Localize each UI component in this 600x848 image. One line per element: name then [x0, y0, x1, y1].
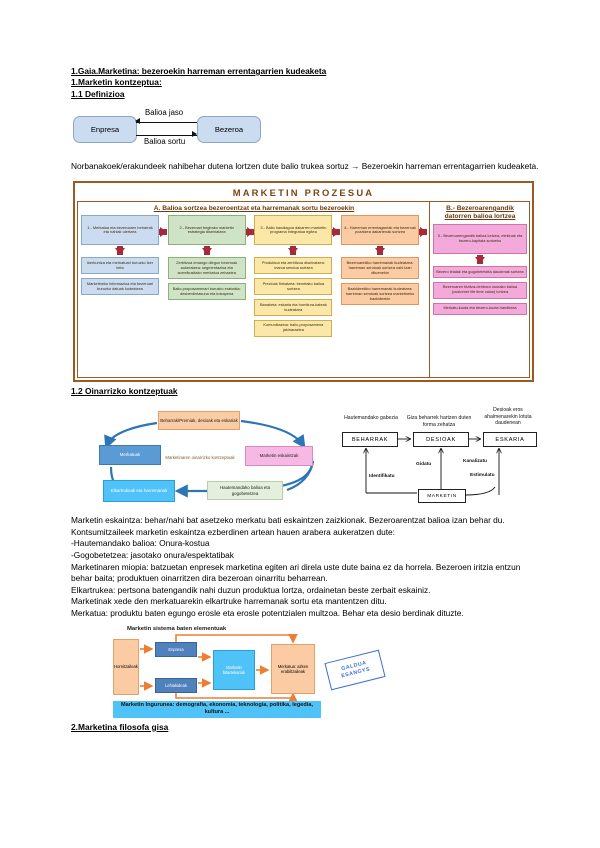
- heading-section-1-2: 1.2 Oinarrizko kontzeptuak: [71, 385, 178, 396]
- paragraph-kontsumitzaileek: Kontsumitzaileek marketin eskaintza ezbe…: [71, 526, 395, 537]
- document-content: 1.Gaia.Marketina: bezeroekin harreman er…: [71, 66, 541, 733]
- concept-hautemandako-balioa: Hautemandako balioa eta gogobetetzea: [207, 481, 283, 501]
- diagram-enpresa-bezeroa: Enpresa Bezeroa Balioa jaso Balioa sortu: [73, 108, 273, 150]
- down-arrow-icon: [375, 246, 386, 256]
- paragraph-elkartrukea: Elkartrukea: pertsona batengandik nahi d…: [71, 584, 431, 595]
- down-arrow-icon: [201, 246, 212, 256]
- diagram-oinarrizko-kontzeptuak: Beharrak/Premiak, desioak eta eskariak M…: [71, 405, 541, 513]
- right-arrow-icon: [332, 227, 341, 238]
- paragraph-definition: Norbanakoek/erakundeek nahibehar dutena …: [71, 160, 539, 171]
- caption-desioak: Giza beharrek hartzen duten forma zehatz…: [406, 415, 472, 428]
- process-column-2: 2.- Bezeroari begirako marketin estrateg…: [167, 215, 246, 301]
- heading-section-1-1: 1.1 Definizioa: [71, 88, 125, 99]
- label-gidatu: Gidatu: [416, 462, 432, 468]
- concept-elkartrukeak: Elkartrukeak eta harremanak: [103, 480, 175, 503]
- box-beharrak: BEHARRAK: [342, 432, 398, 448]
- box-hornitzaileak: Hornitzaileak: [113, 638, 139, 695]
- needs-wants-demand-flow: Hautemandako gabezia Giza beharrek hartz…: [339, 405, 539, 511]
- process-sub-5-3: Merkatu-kuota eta bezero-kuota handitzea: [433, 302, 527, 315]
- down-arrow-icon: [475, 255, 485, 265]
- arrow-right-icon: [192, 131, 197, 138]
- arrow-left-icon: [135, 118, 140, 125]
- process-head-5: 5.- Bezeroarengandik balioa lortzea, ete…: [433, 224, 527, 255]
- process-sub-1-1: Ikerkuntza eta merkatuari buruzko iker k…: [81, 257, 159, 275]
- box-eskaria: ESKARIA: [483, 432, 537, 448]
- concept-merkatuak: Merkatuak: [99, 445, 161, 466]
- section-a-title: A. Balioa sortzea bezeroentzat eta harre…: [153, 204, 355, 212]
- process-sub-3-3: Banaketa: eskaria eta hornitura-kateak k…: [254, 299, 333, 316]
- process-head-4: 4.- Harreman errentagarriak eta bezeroak…: [341, 215, 420, 246]
- diagram-marketin-sistema: Marketin sistema baten elementuak Hornit…: [113, 626, 453, 718]
- marketin-sistema-title: Marketin sistema baten elementuak: [127, 625, 227, 632]
- label-balioa-sortu: Balioa sortu: [144, 136, 186, 146]
- process-column-4: 4.- Harreman errentagarriak eta bezeroak…: [341, 215, 420, 305]
- paragraph-eskaintza: Marketin eskaintza: behar/nahi bat asetz…: [71, 515, 505, 526]
- connector-line-bottom: [136, 134, 197, 136]
- label-identifikatu: Identifikatu: [369, 474, 395, 480]
- process-head-1: 1.- Merkatua eta bezeroaren beharrak eta…: [81, 215, 159, 246]
- right-arrow-icon: [418, 227, 427, 238]
- flow-arrows: [339, 405, 539, 496]
- process-column-5: 5.- Bezeroarengandik balioa lortzea, ete…: [433, 224, 527, 315]
- process-sub-4-2: Bazkideekiko harremanak kudeatzea: harre…: [341, 283, 420, 305]
- process-sub-3-4: Komunikazioa: balio-proposamena jakinara…: [254, 319, 333, 337]
- process-sub-4-1: Bezeroarekiko harremanak kudeatzea: harr…: [341, 257, 420, 280]
- paragraph-merkatua: Merkatua: produktu baten egungo erosle e…: [71, 607, 464, 618]
- heading-section-1: 1.Marketin kontzeptua:: [71, 77, 162, 88]
- box-marketin: MARKETIN: [418, 489, 466, 504]
- marketin-prozesua-section-b: B.- Bezeroarengandik datorren balioa lor…: [430, 202, 530, 377]
- box-enpresa: Enpresa: [155, 641, 197, 657]
- bullet-hautemandako-balioa: -Hautemandako balioa: Onura-kostua: [71, 538, 210, 549]
- label-kanalizatu: Kanalizatu: [463, 459, 487, 465]
- paragraph-miopia: Marketinaren miopia: batzuetan enpresek …: [71, 561, 521, 584]
- process-column-1: 1.- Merkatua eta bezeroaren beharrak eta…: [81, 215, 159, 296]
- page-title: 1.Gaia.Marketina: bezeroekin harreman er…: [71, 66, 327, 76]
- marketin-prozesua-section-a: A. Balioa sortzea bezeroentzat eta harre…: [78, 201, 430, 377]
- box-enpresa: Enpresa: [73, 115, 137, 143]
- box-bezeroa: Bezeroa: [197, 115, 261, 143]
- circular-concept-diagram: Beharrak/Premiak, desioak eta eskariak M…: [97, 405, 329, 511]
- section-b-title: B.- Bezeroarengandik datorren balioa lor…: [444, 204, 516, 221]
- marketin-prozesua-title: MARKETIN PROZESUA: [232, 186, 375, 198]
- box-bitartekariak: Marketin bitartekariak: [213, 649, 255, 690]
- paragraph-marketinak: Marketinak xede den merkatuarekin elkart…: [71, 596, 387, 607]
- diagram-marketin-prozesua: MARKETIN PROZESUA A. Balioa sortzea beze…: [73, 181, 534, 382]
- process-column-3: 3.- Balio handiagoa dakarren marketin pr…: [254, 215, 333, 337]
- bullet-gogobetetzea: -Gogobetetzea: jasotako onura/espektatib…: [71, 549, 234, 560]
- down-arrow-icon: [115, 246, 125, 256]
- heading-section-2: 2.Marketina filosofa gisa: [71, 721, 169, 732]
- process-sub-2-2: Balio-proposamenari buruzko erabakia: de…: [167, 283, 246, 301]
- label-balioa-jaso: Balioa jaso: [145, 107, 184, 117]
- concept-beharrak: Beharrak/Premiak, desioak eta eskariak: [158, 411, 240, 431]
- connector-line-top: [136, 121, 197, 123]
- down-arrow-icon: [288, 246, 299, 256]
- process-sub-1-2: Marketineko informazioa eta bezeroari bu…: [81, 278, 159, 296]
- box-lehiakideak: Lehiakideak: [155, 677, 197, 693]
- caption-eskaria: Desioak eros ahalmenarekin lotuta dauden…: [484, 407, 532, 426]
- concept-center-label: Marketinaren oinarrizko kontzeptuak: [165, 455, 235, 461]
- process-head-2: 2.- Bezeroari begirako marketin estrateg…: [167, 215, 246, 246]
- system-arrows: [140, 633, 298, 702]
- label-estimulatu: Estimulatu: [470, 473, 495, 479]
- concept-marketin-eskaintzak: Marketin eskaintzak: [245, 446, 313, 467]
- process-head-3: 3.- Balio handiagoa dakarren marketin pr…: [254, 215, 333, 246]
- process-sub-5-2: Bezeroaren bizitza-denbora osorako balio…: [433, 281, 527, 299]
- caption-beharrak: Hautemandako gabezia: [344, 415, 398, 422]
- process-sub-5-1: Bezero leialak eta gogobetetzita daudena…: [433, 266, 527, 278]
- process-sub-2-1: Zerbitzua emango diegun bezeroak aukerat…: [167, 257, 246, 280]
- process-sub-3-2: Prezioak finkatzea: benetako balioa sort…: [254, 278, 333, 296]
- marketin-ingurunea-bar: Marketin Ingurunea: demografia, ekonomia…: [113, 700, 321, 718]
- right-arrow-icon: [245, 227, 254, 238]
- box-erabiltzaileak: Merkatua: azken erabiltzaileak: [271, 643, 315, 694]
- right-arrow-icon: [158, 227, 167, 238]
- process-sub-3-1: Produktua eta zerbitzua diseinatzea: mar…: [254, 257, 333, 275]
- box-desioak: DESIOAK: [413, 432, 469, 448]
